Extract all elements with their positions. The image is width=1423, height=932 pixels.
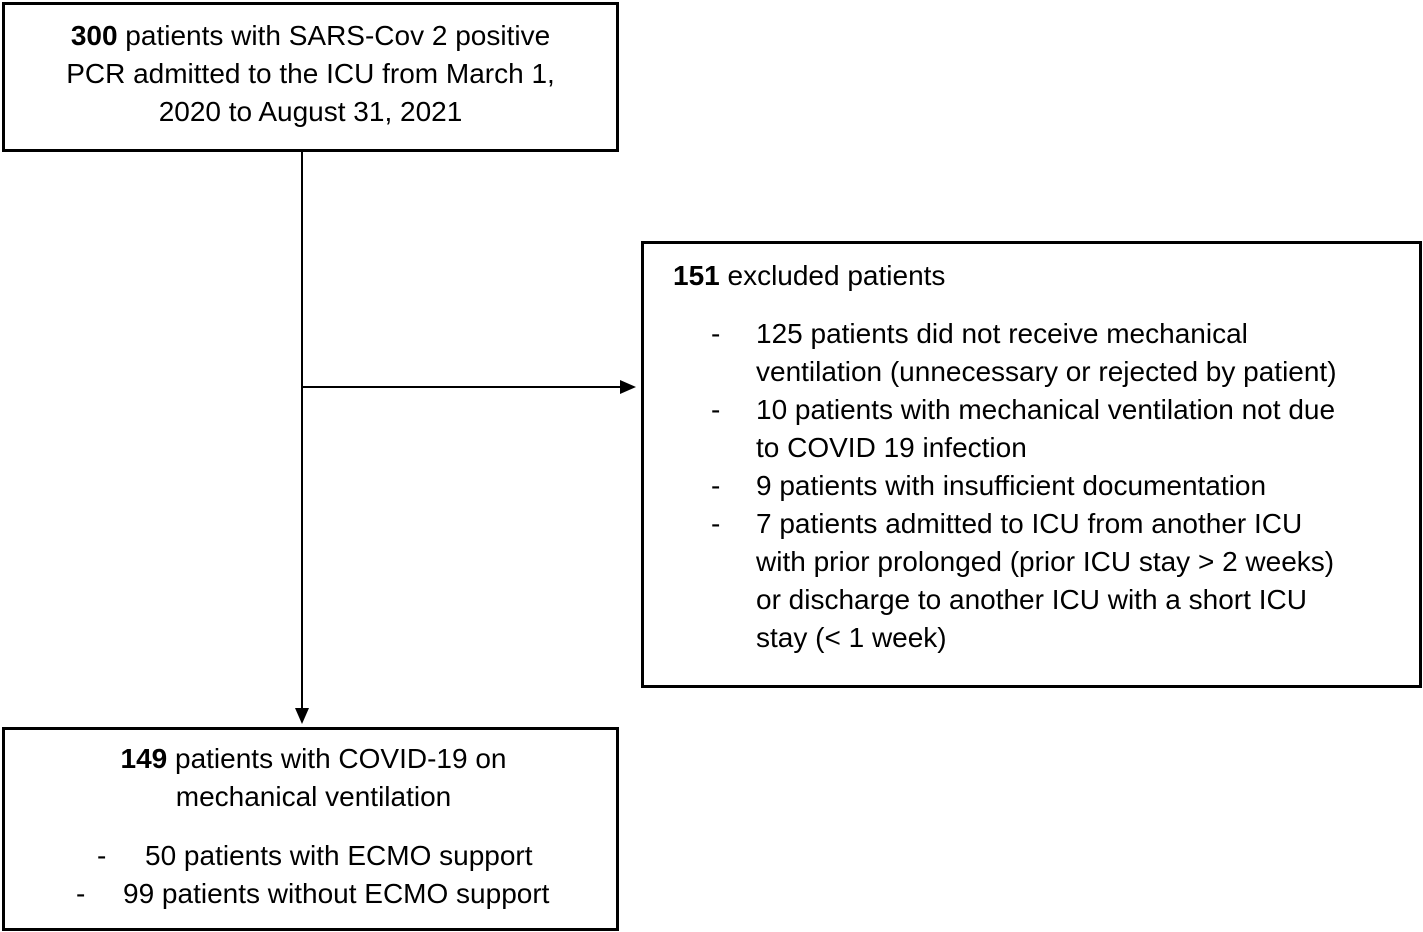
enrolled-patients-box: 300 patients with SARS-Cov 2 positive PC…	[2, 2, 619, 152]
excluded-item-1: 125 patients did not receive mechanical …	[756, 318, 1337, 387]
enrolled-line-3: 2020 to August 31, 2021	[158, 96, 463, 127]
excluded-title-text: excluded patients	[719, 260, 946, 291]
excluded-item-4: 7 patients admitted to ICU from another …	[756, 508, 1335, 653]
included-count: 149	[120, 743, 168, 774]
excluded-item-2: 10 patients with mechanical ventilation …	[756, 394, 1336, 463]
included-item-2: 99 patients without ECMO support	[123, 878, 550, 909]
included-line-2: mechanical ventilation	[175, 781, 452, 812]
enrolled-count: 300	[70, 20, 118, 51]
enrolled-line-1: patients with SARS-Cov 2 positive	[117, 20, 551, 51]
excluded-item-4-dash: -	[711, 508, 721, 539]
included-patients-box: 149 patients with COVID-19 on mechanical…	[2, 727, 619, 931]
excluded-item-3: 9 patients with insufficient documentati…	[756, 470, 1267, 501]
included-item-1-dash: -	[97, 840, 107, 871]
main-flow-arrowhead	[295, 708, 309, 724]
excluded-item-3-dash: -	[711, 470, 721, 501]
included-text: 149 patients with COVID-19 on mechanical…	[5, 740, 622, 816]
exclusion-branch-arrowhead	[620, 380, 636, 394]
included-item-2-dash: -	[76, 878, 86, 909]
excluded-item-1-dash: -	[711, 318, 721, 349]
excluded-title: 151 excluded patients	[673, 257, 945, 295]
included-item-1: 50 patients with ECMO support	[145, 840, 533, 871]
excluded-item-2-dash: -	[711, 394, 721, 425]
excluded-count: 151	[673, 260, 720, 291]
enrolled-text: 300 patients with SARS-Cov 2 positive PC…	[5, 17, 616, 131]
enrolled-line-2: PCR admitted to the ICU from March 1,	[66, 58, 555, 89]
excluded-patients-box: 151 excluded patients - 125 patients did…	[641, 241, 1422, 688]
included-line-1: patients with COVID-19 on	[167, 743, 507, 774]
